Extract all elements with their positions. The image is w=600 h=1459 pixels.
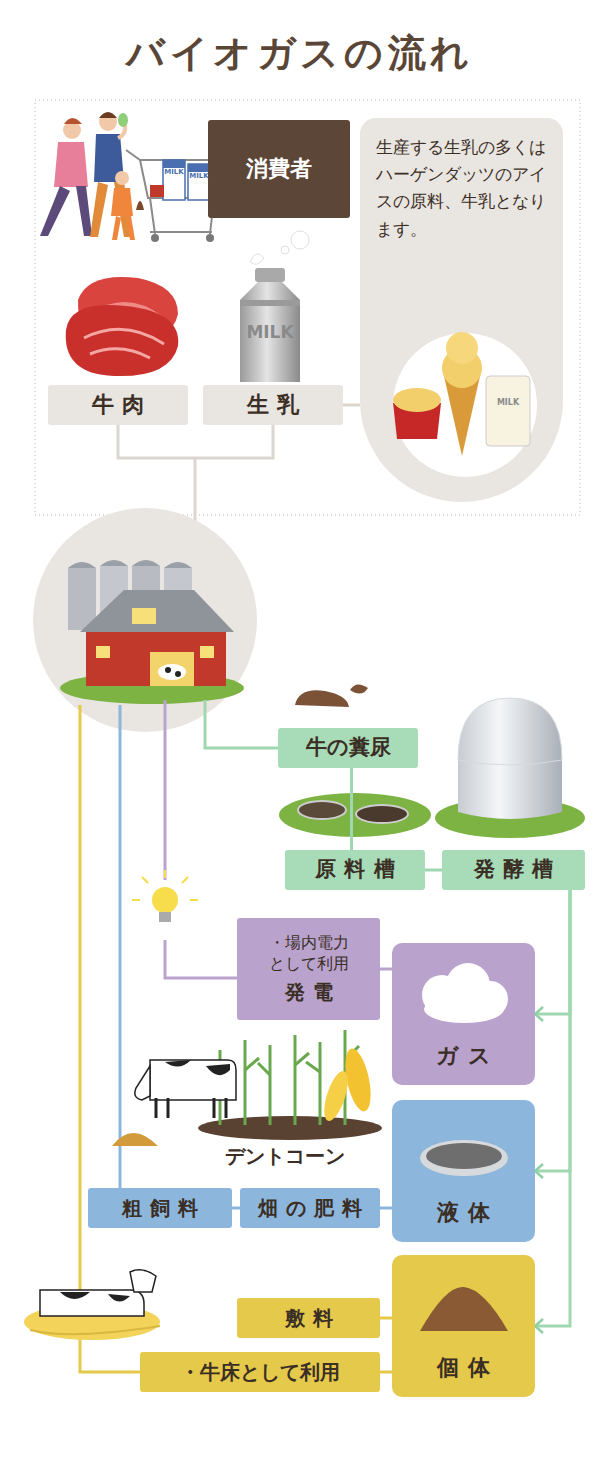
box-label: 液体 [437, 1199, 499, 1228]
package-label: MILK [243, 322, 297, 342]
flow-connector [535, 890, 570, 1171]
use-box: ・牛床として利用 [140, 1352, 380, 1392]
package-label: MILK [486, 398, 530, 408]
package-label: MILK [188, 172, 210, 180]
output-box: 液体 [392, 1100, 535, 1242]
use-box: 敷料 [237, 1298, 380, 1338]
farm-illustration [33, 508, 257, 732]
box-label: 発電 [285, 979, 341, 1005]
diagram-title: バイオガスの流れ [0, 28, 600, 79]
flow-connector [380, 1207, 392, 1210]
flow-connector [380, 1317, 392, 1320]
tank-illustration [279, 684, 585, 838]
use-box: 粗飼料 [88, 1188, 232, 1228]
cow-straw-illustration [24, 1270, 160, 1340]
box-label: ・牛床として利用 [180, 1359, 340, 1385]
process-box: 原料槽 [285, 850, 425, 890]
family-figure [40, 112, 222, 242]
box-label: ガス [436, 1042, 500, 1071]
note-panel: 生産する生乳の多くはハーゲンダッツのアイスの原料、牛乳となります。 [360, 118, 563, 502]
flow-connector [535, 890, 570, 1326]
box-label: 消費者 [246, 155, 312, 184]
cow-corn-illustration [112, 1030, 382, 1146]
process-box: 発酵槽 [442, 850, 585, 890]
box-label: 牛肉 [92, 391, 154, 420]
flow-connector [380, 968, 392, 971]
box-label: 発酵槽 [474, 856, 562, 883]
use-box: 畑の肥料 [240, 1188, 380, 1228]
consumer-box: 消費者 [208, 120, 350, 218]
box-label: 生乳 [247, 391, 309, 420]
flow-connector [350, 768, 353, 850]
product-box: 生乳 [203, 385, 343, 425]
process-box: 牛の糞尿 [278, 728, 418, 768]
flow-connector [232, 1207, 240, 1210]
box-label: 畑の肥料 [258, 1195, 370, 1221]
box-label: 粗飼料 [122, 1195, 206, 1221]
box-label: 個体 [437, 1354, 499, 1383]
output-box: ガス [392, 943, 535, 1085]
flow-connector [425, 869, 442, 872]
use-box: ・場内電力として利用発電 [237, 918, 380, 1020]
beef-illustration [66, 277, 179, 376]
box-label: 牛の糞尿 [306, 734, 391, 761]
bulb-icon [132, 870, 198, 922]
flow-connector [380, 1371, 392, 1374]
flow-connector [343, 404, 360, 407]
milk-can [240, 231, 309, 382]
crop-label: デントコーン [200, 1144, 370, 1168]
note-text: ・場内電力として利用 [264, 933, 354, 975]
box-label: 敷料 [285, 1305, 341, 1331]
output-box: 個体 [392, 1255, 535, 1397]
package-label: MILK [163, 168, 185, 176]
product-box: 牛肉 [48, 385, 188, 425]
flow-connector [535, 890, 570, 1014]
box-label: 原料槽 [315, 856, 403, 883]
box-label: 生産する生乳の多くはハーゲンダッツのアイスの原料、牛乳となります。 [376, 134, 547, 243]
